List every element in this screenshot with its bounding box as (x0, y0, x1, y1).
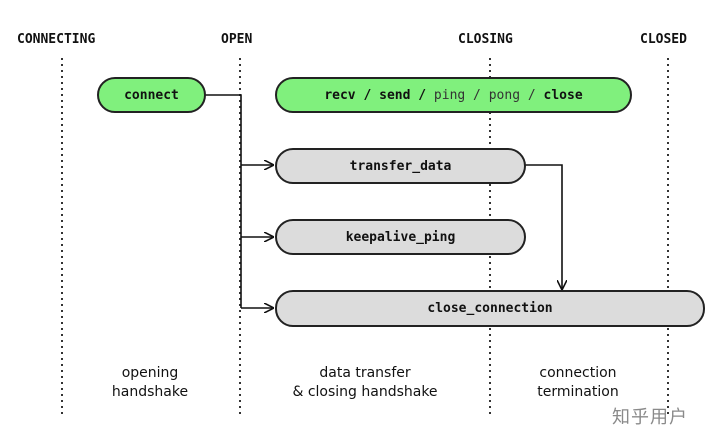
state-connecting-label: CONNECTING (17, 32, 96, 47)
connect-trunk-line (205, 94, 242, 308)
phase-opening-handshake: opening handshake (95, 364, 205, 402)
api-sep-3: / (465, 87, 489, 103)
connect-node: connect (97, 77, 206, 113)
api-sep-2: / (410, 87, 434, 103)
api-close-label: close (543, 87, 583, 103)
phase-data-transfer: data transfer & closing handshake (280, 364, 450, 402)
api-sep-1: / (355, 87, 380, 103)
api-recv-label: recv (324, 87, 356, 103)
state-open-label: OPEN (221, 32, 253, 47)
state-closing-label: CLOSING (458, 32, 513, 47)
api-send-label: send (379, 87, 411, 103)
close-connection-label: close_connection (427, 301, 553, 316)
phase-connection-termination: connection termination (518, 364, 638, 402)
transfer-data-node: transfer_data (275, 148, 526, 184)
phase-opening-line-1: opening (121, 365, 179, 381)
phase-termination-line-1: connection (539, 365, 617, 381)
phase-data-line-2: & closing handshake (292, 384, 438, 400)
phase-data-line-1: data transfer (319, 365, 411, 381)
api-node: recv / send / ping / pong / close (275, 77, 632, 113)
keepalive-ping-label: keepalive_ping (345, 229, 456, 245)
api-ping-label: ping (433, 87, 466, 103)
keepalive-ping-node: keepalive_ping (275, 219, 526, 255)
phase-termination-line-2: termination (537, 384, 619, 400)
state-closed-label: CLOSED (640, 32, 687, 47)
api-pong-label: pong (488, 87, 521, 103)
arrow-transfer-to-close (525, 164, 562, 289)
watermark: 知乎用户 (612, 407, 688, 428)
transfer-data-label: transfer_data (349, 158, 452, 174)
connect-node-label: connect (124, 87, 179, 103)
api-sep-4: / (520, 87, 544, 103)
phase-opening-line-2: handshake (111, 384, 189, 400)
close-connection-node: close_connection (275, 290, 705, 327)
